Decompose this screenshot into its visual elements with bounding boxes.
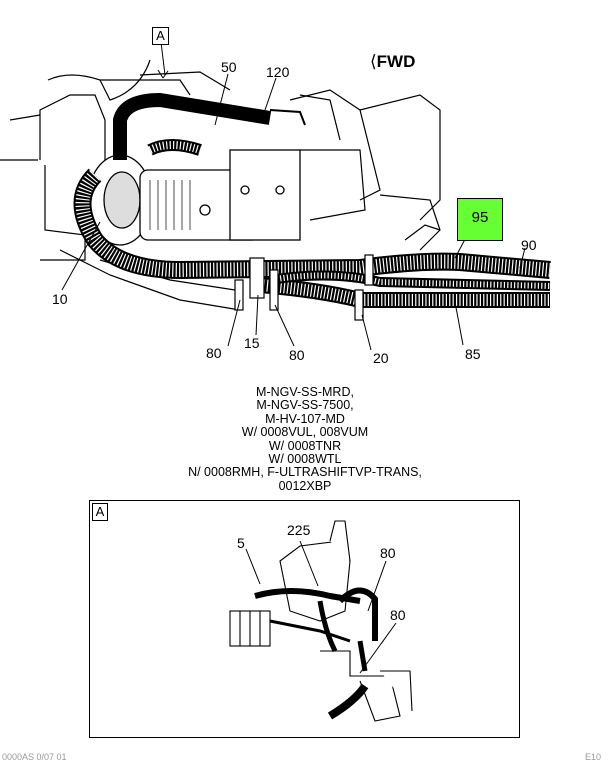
callout-80-right: 80 — [289, 347, 305, 363]
black-hose — [113, 92, 272, 160]
fwd-indicator: ⟨FWD — [370, 52, 415, 72]
note-line: M-HV-107-MD — [265, 411, 345, 426]
applicability-notes: M-NGV-SS-MRD, M-NGV-SS-7500, M-HV-107-MD… — [0, 385, 610, 493]
callout-15: 15 — [244, 335, 260, 351]
detail-illustration — [229, 520, 413, 722]
engine-outline — [0, 59, 441, 311]
detail-callout-5: 5 — [237, 535, 245, 551]
footer-right: E10 — [585, 752, 602, 762]
callout-80-left: 80 — [206, 345, 222, 361]
detail-callout-80-top: 80 — [380, 545, 396, 561]
main-harness-illustration — [0, 41, 551, 351]
callout-20: 20 — [373, 350, 389, 366]
note-line: N/ 0008RMH, F-ULTRASHIFTVP-TRANS, — [188, 465, 422, 480]
note-line: W/ 0008VUL, 008VUM — [241, 425, 369, 440]
note-line: M-NGV-SS-7500, — [256, 398, 354, 413]
callout-120: 120 — [266, 64, 290, 80]
callout-90: 90 — [521, 237, 537, 253]
detail-callout-80-bottom: 80 — [390, 607, 406, 623]
callout-10: 10 — [52, 291, 68, 307]
note-line: W/ 0008WTL — [268, 452, 342, 467]
detail-callout-225: 225 — [287, 522, 311, 538]
leader-lines — [61, 41, 526, 351]
note-line: 0012XBP — [278, 478, 332, 493]
view-a-label: A — [152, 27, 169, 45]
footer-left: 0000AS 0/07 01 — [2, 752, 67, 762]
callout-50: 50 — [221, 59, 237, 75]
callout-95-label: 95 — [471, 209, 489, 226]
note-line: M-NGV-SS-MRD, — [256, 385, 354, 399]
callout-95-highlight[interactable]: 95 — [457, 198, 503, 241]
fwd-label: FWD — [376, 52, 416, 71]
callout-85: 85 — [465, 346, 481, 362]
starter-motor — [87, 149, 301, 246]
clamps — [234, 254, 374, 321]
detail-view-label: A — [92, 503, 108, 521]
detail-view-frame: A 5 225 80 80 — [89, 500, 520, 738]
note-line: W/ 0008TNR — [268, 438, 342, 453]
fwd-arrow-icon: ⟨ — [370, 52, 377, 71]
